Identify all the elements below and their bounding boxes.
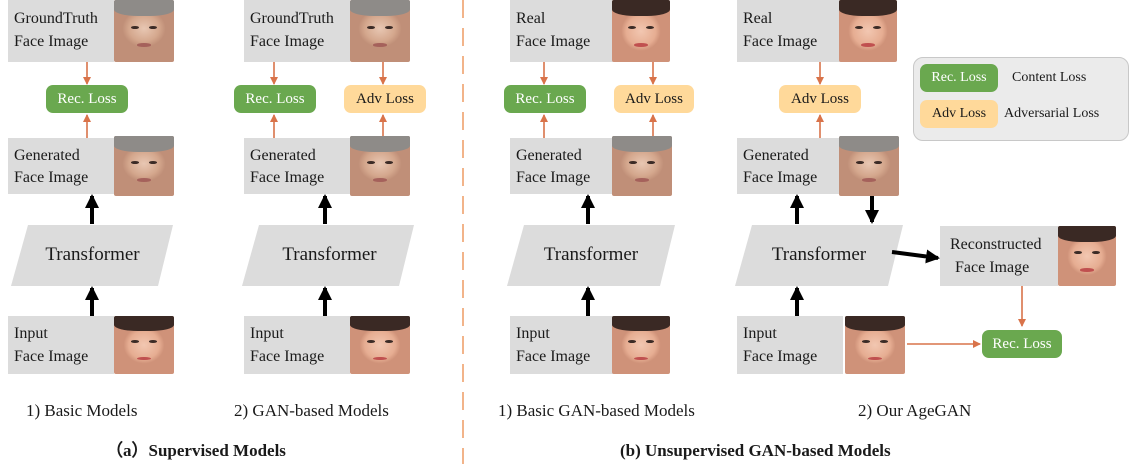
adv-loss-box: Adv Loss <box>614 85 694 113</box>
face-image-label: Face Image <box>14 169 89 186</box>
groundtruth-label: GroundTruth <box>14 10 98 27</box>
caption-basic-models: 1) Basic Models <box>26 401 138 420</box>
groundtruth-face-image <box>350 0 410 62</box>
input-face-box <box>8 316 114 374</box>
adv-loss-box: Adv Loss <box>344 85 426 113</box>
generated-face-image <box>350 136 410 196</box>
transformer-label: Transformer <box>282 244 377 265</box>
input-face-image <box>612 316 670 374</box>
face-image-label: Face Image <box>743 169 818 186</box>
generated-face-box <box>737 138 843 194</box>
section-title-supervised: （a）Supervised Models <box>106 441 286 460</box>
generated-face-box <box>510 138 616 194</box>
transformer-label: Transformer <box>45 244 140 265</box>
input-face-box <box>244 316 350 374</box>
face-image-label: Face Image <box>250 33 325 50</box>
input-label: Input <box>14 325 48 342</box>
transformer-label: Transformer <box>543 244 639 265</box>
generated-label: Generated <box>743 147 809 164</box>
generated-face-box <box>244 138 350 194</box>
input-face-image <box>845 316 905 374</box>
reconstructed-face-image <box>1058 226 1116 286</box>
input-label: Input <box>250 325 284 342</box>
real-label: Real <box>743 10 773 27</box>
face-image-label: Face Image <box>14 348 89 365</box>
real-face-box <box>737 0 843 62</box>
groundtruth-face-box <box>244 0 350 62</box>
legend-adv-loss-swatch: Adv Loss <box>920 100 998 128</box>
real-face-box <box>510 0 616 62</box>
legend-rec-loss-swatch: Rec. Loss <box>920 64 998 92</box>
real-face-image <box>839 0 897 62</box>
generated-face-box <box>8 138 114 194</box>
groundtruth-face-box <box>8 0 114 62</box>
generated-label: Generated <box>516 147 582 164</box>
rec-loss-box: Rec. Loss <box>982 330 1062 358</box>
face-image-label: Face Image <box>516 169 591 186</box>
input-face-image <box>114 316 174 374</box>
groundtruth-face-image <box>114 0 174 62</box>
reconstructed-label: Reconstructed <box>950 236 1042 253</box>
section-title-unsupervised: (b) Unsupervised GAN-based Models <box>620 441 891 460</box>
caption-gan-based-models: 2) GAN-based Models <box>234 401 389 420</box>
face-image-label: Face Image <box>516 33 591 50</box>
transformer-label: Transformer <box>771 244 867 265</box>
legend-rec-loss-desc: Content Loss <box>1012 70 1087 85</box>
generated-face-image <box>612 136 672 196</box>
groundtruth-label: GroundTruth <box>250 10 334 27</box>
face-image-label: Face Image <box>250 348 325 365</box>
transformer-shape <box>242 225 414 286</box>
input-label: Input <box>743 325 777 342</box>
input-face-image <box>350 316 410 374</box>
rec-loss-box: Rec. Loss <box>504 85 586 113</box>
generated-label: Generated <box>14 147 80 164</box>
rec-loss-box: Rec. Loss <box>234 85 316 113</box>
transformer-shape <box>507 225 675 286</box>
input-face-box <box>737 316 843 374</box>
real-face-image <box>612 0 670 62</box>
face-image-label: Face Image <box>955 259 1030 276</box>
generated-label: Generated <box>250 147 316 164</box>
caption-our-agegan: 2) Our AgeGAN <box>858 401 972 420</box>
face-image-label: Face Image <box>743 33 818 50</box>
rec-loss-box: Rec. Loss <box>46 85 128 113</box>
input-face-box <box>510 316 616 374</box>
face-image-label: Face Image <box>516 348 591 365</box>
caption-basic-gan-models: 1) Basic GAN-based Models <box>498 401 695 420</box>
reconstructed-face-box <box>940 226 1058 286</box>
legend-adv-loss-desc: Adversarial Loss <box>1004 106 1100 121</box>
legend-panel: Rec. Loss Content Loss Adv Loss Adversar… <box>913 57 1129 141</box>
face-image-label: Face Image <box>743 348 818 365</box>
face-image-label: Face Image <box>14 33 89 50</box>
generated-face-image <box>839 136 899 196</box>
arrow-transformer-to-reconstructed <box>891 249 940 264</box>
transformer-shape <box>11 225 173 286</box>
adv-loss-box: Adv Loss <box>779 85 861 113</box>
generated-face-image <box>114 136 174 196</box>
face-image-label: Face Image <box>250 169 325 186</box>
transformer-shape <box>735 225 903 286</box>
real-label: Real <box>516 10 546 27</box>
input-label: Input <box>516 325 550 342</box>
